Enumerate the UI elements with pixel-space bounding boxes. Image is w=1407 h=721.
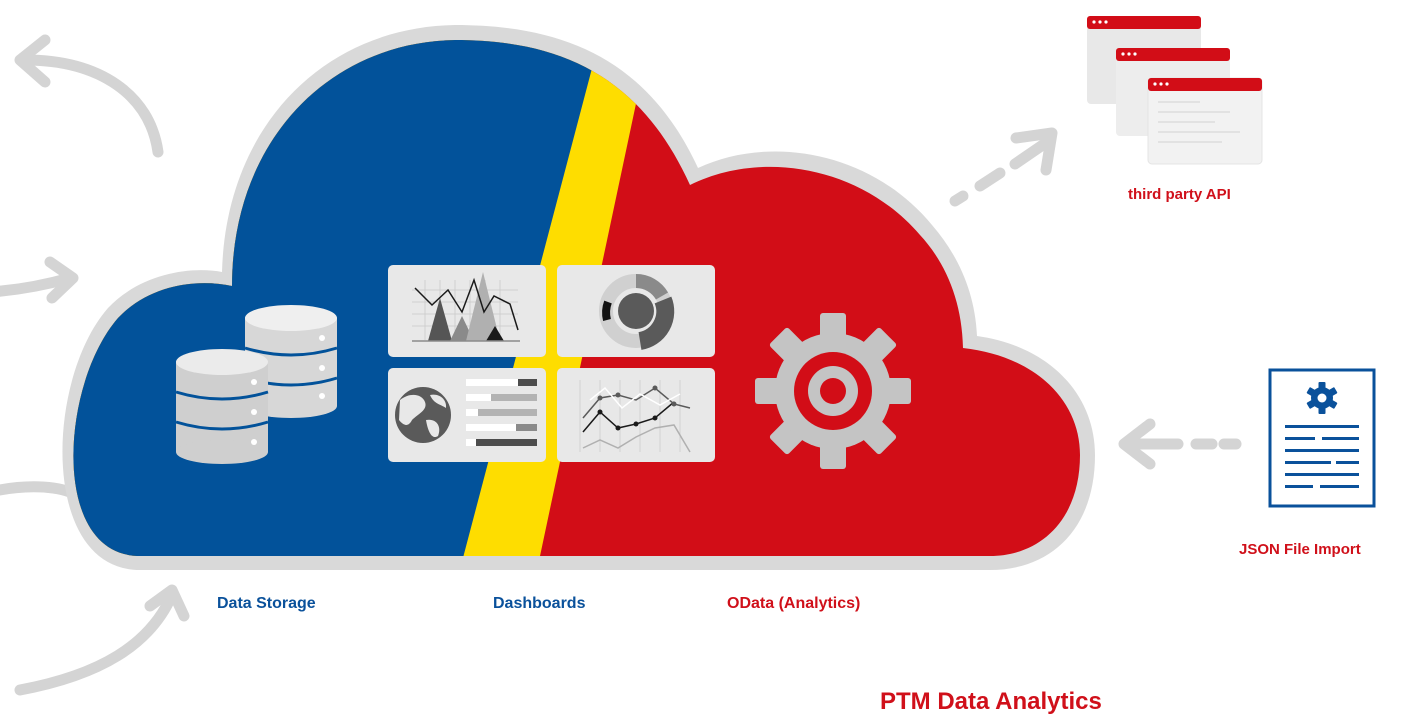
dashboard-panels [388, 265, 715, 462]
dashboards-label: Dashboards [493, 595, 586, 612]
document-lines [1285, 425, 1359, 488]
panel-globe-bars [388, 368, 546, 462]
arrow-in-bottom [14, 584, 190, 696]
arrow-from-json [1118, 418, 1242, 470]
left-arrows [0, 34, 190, 696]
database-front [175, 349, 269, 464]
arrow-out-top [14, 34, 164, 158]
arrow-in-middle [0, 256, 79, 304]
odata-label: OData (Analytics) [727, 595, 861, 612]
json-file-import-label: JSON File Import [1239, 541, 1361, 558]
browser-window-icon [1087, 16, 1263, 165]
browser-window-front [1147, 77, 1263, 165]
bar-list [466, 379, 537, 446]
panel-line-chart [388, 265, 546, 357]
database-icon [175, 305, 338, 464]
panel-multiline-chart [557, 368, 715, 462]
data-storage-label: Data Storage [217, 595, 316, 612]
panel-donut-chart [557, 265, 715, 357]
arrow-curve-lower [0, 481, 76, 498]
globe-icon [395, 387, 451, 443]
arrow-to-api [949, 127, 1058, 207]
gear-icon [755, 313, 911, 469]
document-gear [1306, 382, 1338, 414]
document-gear-icon [1268, 368, 1376, 508]
product-title: PTM Data Analytics [880, 688, 1102, 715]
third-party-api-label: third party API [1128, 186, 1231, 203]
